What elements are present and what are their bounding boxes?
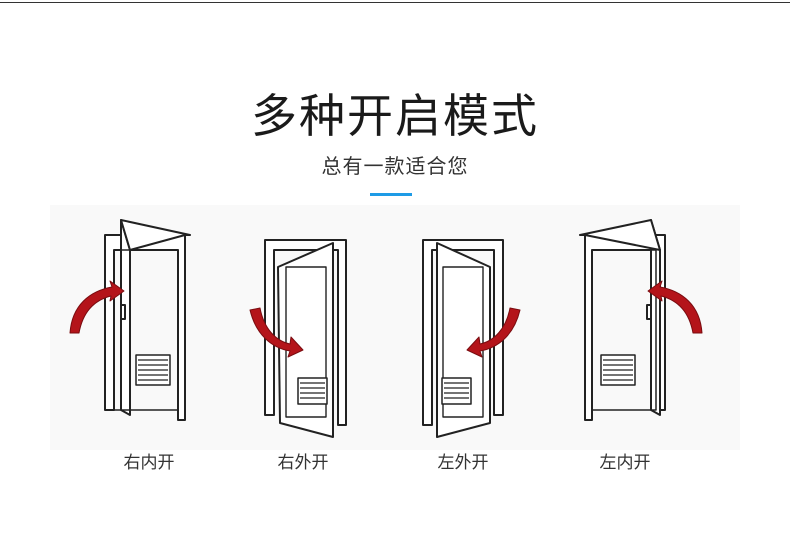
left-outward-door-icon	[422, 239, 521, 438]
right-inward-door-icon	[69, 219, 191, 421]
page-title: 多种开启模式	[251, 89, 539, 143]
right-outward-door-icon	[249, 239, 347, 438]
option-label-right-inward: 右内开	[123, 453, 175, 473]
option-label-right-outward: 右外开	[277, 453, 329, 473]
page-subtitle: 总有一款适合您	[321, 154, 469, 178]
left-inward-door-icon	[579, 219, 703, 421]
top-divider	[0, 2, 790, 3]
door-illustrations	[50, 205, 740, 450]
accent-underline	[370, 193, 412, 196]
option-label-left-outward: 左外开	[437, 453, 489, 473]
option-label-left-inward: 左内开	[599, 453, 651, 473]
